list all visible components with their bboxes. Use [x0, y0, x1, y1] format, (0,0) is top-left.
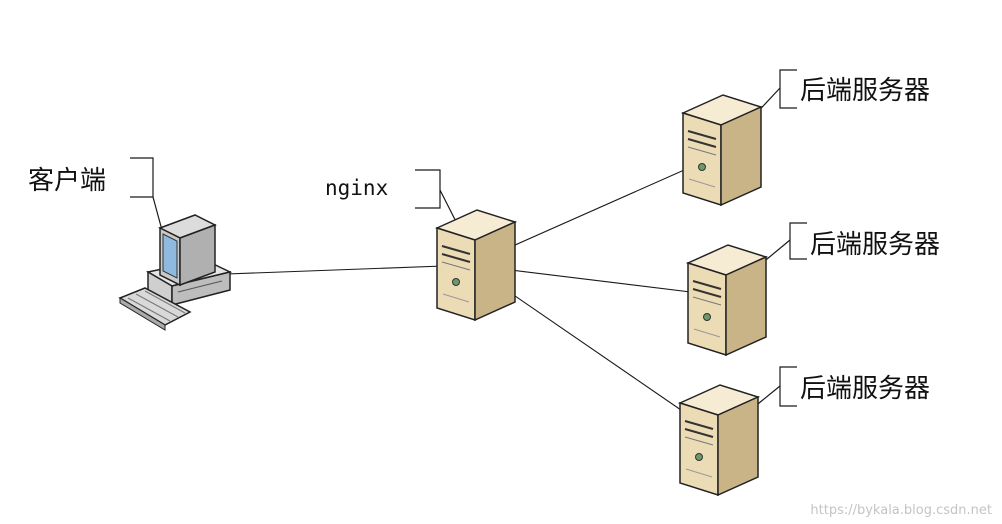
server1-callout — [779, 69, 797, 109]
backend-server-1-label: 后端服务器 — [800, 76, 931, 106]
nginx-label: nginx — [325, 176, 389, 200]
client-to-nginx-line — [199, 264, 471, 276]
backend-server-1-icon — [682, 94, 762, 206]
server3-callout — [779, 366, 797, 407]
nginx-server-icon — [436, 209, 516, 321]
client-callout — [130, 157, 154, 198]
nginx-callout — [415, 169, 441, 209]
backend-server-2-icon — [687, 244, 767, 356]
client-computer-icon — [118, 214, 233, 331]
client-label: 客户端 — [28, 166, 107, 196]
watermark: https://bykala.blog.csdn.net — [810, 503, 992, 518]
backend-server-3-label: 后端服务器 — [800, 374, 931, 404]
backend-server-3-icon — [679, 384, 759, 496]
server2-callout — [789, 222, 807, 260]
backend-server-2-label: 后端服务器 — [810, 230, 941, 260]
